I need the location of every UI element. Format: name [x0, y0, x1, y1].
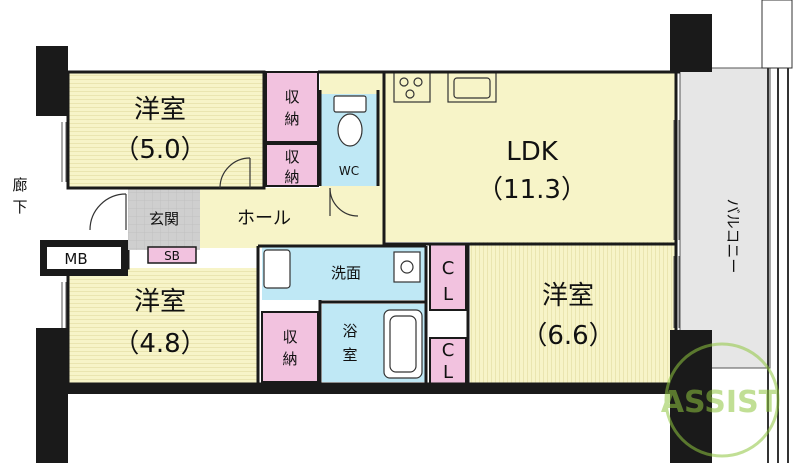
balcony-label: バルコニー: [724, 199, 742, 274]
storage-3-area: [261, 311, 319, 383]
storage-1-label-1: 収: [284, 88, 299, 106]
closet-1-label-1: C: [442, 258, 455, 279]
storage-1-label-2: 納: [284, 110, 299, 128]
storage-3-label-2: 納: [282, 350, 297, 368]
western-room-3-name: 洋室: [542, 281, 594, 311]
western-room-3-size: （6.6）: [521, 321, 614, 351]
storage-2-label-2: 納: [284, 168, 299, 186]
bathroom-label-2: 室: [342, 346, 357, 364]
sb-area: [147, 246, 197, 264]
watermark-text: ASSIST: [661, 385, 780, 420]
mb-box: [45, 245, 123, 271]
toilet-icon: [333, 95, 367, 147]
corridor-label-1: 廊: [12, 176, 27, 194]
balcony-area: [679, 67, 771, 369]
washroom-label: 洗面: [331, 264, 361, 282]
western-room-2-size: （4.8）: [113, 329, 206, 359]
door-swings: [89, 157, 359, 231]
western-room-1-size: （5.0）: [113, 135, 206, 165]
closet-1-label-2: L: [443, 284, 453, 305]
wash-basin-icon: [263, 249, 421, 289]
western-room-3-floor: [470, 242, 676, 384]
ldk-name: LDK: [506, 137, 559, 167]
mb-label: MB: [64, 250, 87, 268]
entrance-label: 玄関: [149, 210, 179, 228]
bathroom-label-1: 浴: [342, 322, 357, 340]
sb-label: SB: [164, 249, 180, 263]
hall-label: ホール: [237, 208, 291, 229]
bathtub-icon: [383, 309, 423, 379]
western-room-1-name: 洋室: [134, 95, 186, 125]
assist-logo: ASSIST: [661, 342, 780, 458]
closet-2-label-2: L: [443, 362, 453, 383]
western-room-2-floor: [68, 268, 258, 384]
ldk-size: （11.3）: [477, 175, 587, 205]
entrance-floor: [128, 188, 200, 250]
windows: [61, 120, 680, 328]
western-room-2-name: 洋室: [134, 287, 186, 317]
balcony-railing: [767, 0, 789, 463]
closet-2-area: [429, 337, 467, 385]
storage-2-label-1: 収: [284, 148, 299, 166]
storage-2-area: [265, 143, 319, 187]
western-room-1-floor: [68, 72, 264, 188]
corridor-label-2: 下: [12, 198, 27, 216]
storage-3-label-1: 収: [282, 328, 297, 346]
closet-2-label-1: C: [442, 340, 455, 361]
ldk-floor: [384, 72, 676, 242]
hall-floor: [200, 188, 384, 248]
wc-label: WC: [339, 164, 359, 178]
storage-1-area: [265, 71, 319, 143]
